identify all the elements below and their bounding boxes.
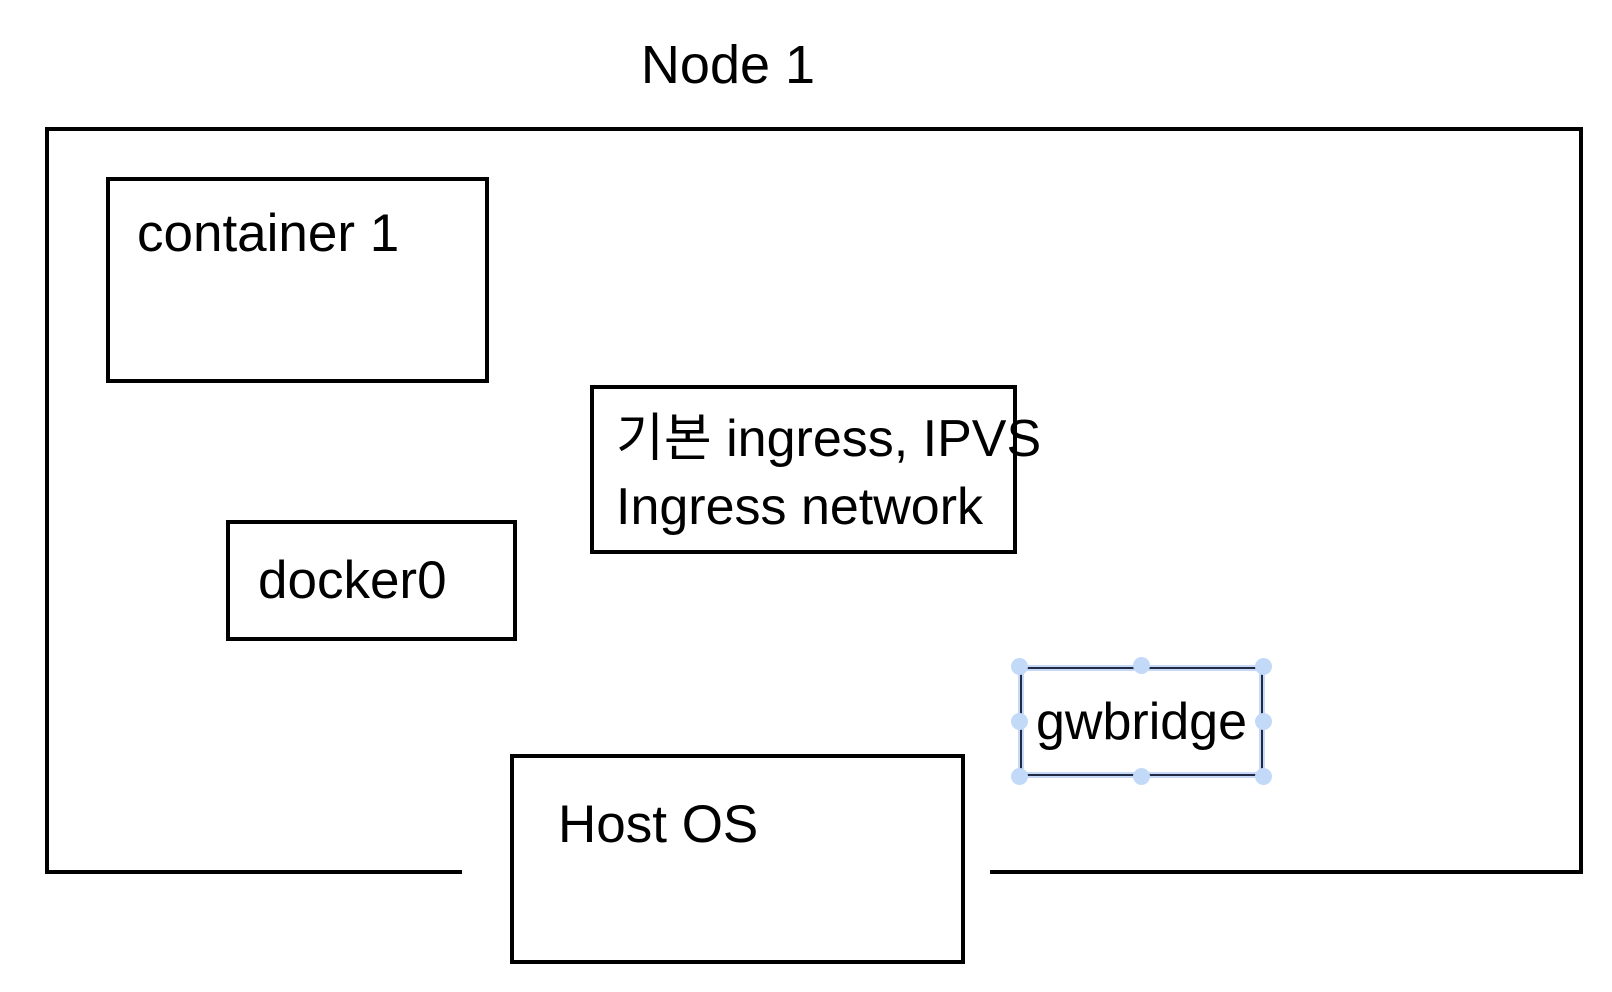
container1-box[interactable]: container 1	[106, 177, 489, 383]
gwbridge-label: gwbridge	[1035, 692, 1248, 751]
host-os-box[interactable]: Host OS	[510, 754, 965, 964]
ingress-network-box[interactable]: 기본 ingress, IPVS Ingress network	[590, 385, 1042, 554]
selection-handle-bottom-right[interactable]	[1255, 768, 1272, 785]
docker0-box[interactable]: docker0	[226, 520, 517, 641]
ingress-label-line2: Ingress network	[616, 478, 984, 536]
node1-bottom-border-right-segment	[990, 870, 1583, 874]
selection-handle-top-left[interactable]	[1011, 658, 1028, 675]
node1-boundary-box[interactable]	[45, 127, 1583, 874]
gwbridge-box[interactable]: gwbridge	[1020, 667, 1263, 776]
selection-handle-top-right[interactable]	[1255, 658, 1272, 675]
selection-handle-middle-left[interactable]	[1011, 712, 1028, 730]
selection-handle-middle-right[interactable]	[1255, 712, 1272, 730]
host-os-label: Host OS	[558, 795, 759, 854]
node1-title: Node 1	[640, 35, 816, 95]
selection-handle-bottom-middle[interactable]	[1132, 768, 1150, 785]
gwbridge-selected-shape[interactable]: gwbridge	[1011, 657, 1272, 785]
ingress-label-line1: 기본 ingress, IPVS	[616, 410, 1042, 468]
container1-label: container 1	[137, 204, 400, 263]
selection-handle-bottom-left[interactable]	[1011, 768, 1028, 785]
docker0-label: docker0	[258, 550, 447, 610]
selection-handle-top-middle[interactable]	[1132, 657, 1150, 674]
node1-bottom-border-left-segment	[45, 870, 462, 874]
